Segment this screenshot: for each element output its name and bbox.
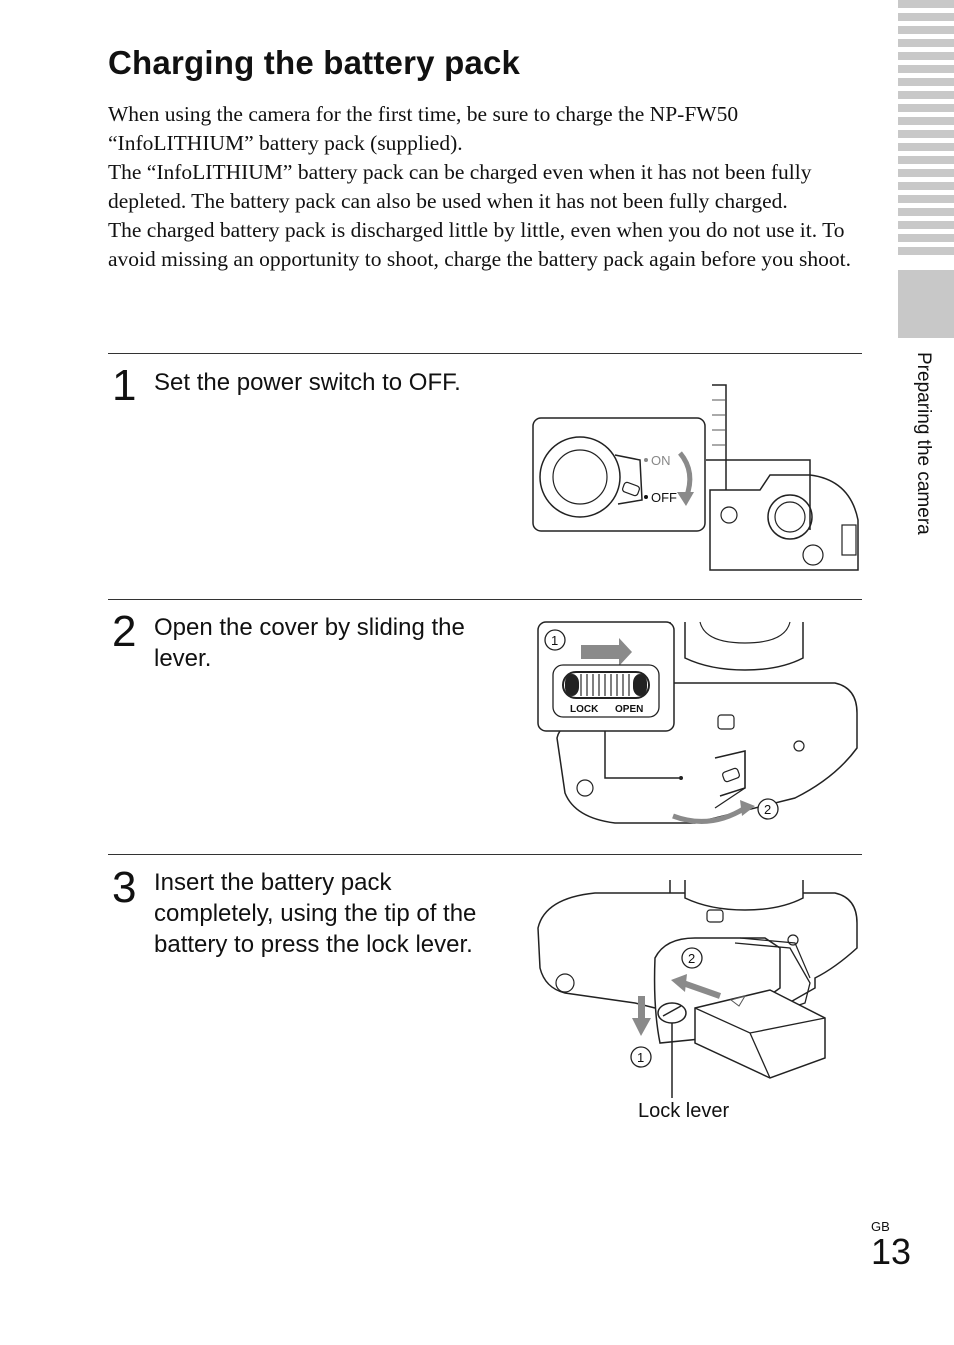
section-label: Preparing the camera (913, 352, 934, 535)
step-instruction: Insert the battery pack completely, usin… (154, 869, 477, 958)
step-divider (108, 353, 862, 354)
intro-text: When using the camera for the first time… (108, 100, 868, 274)
section-tab (898, 270, 954, 338)
step-marker-1: 1 (637, 1050, 644, 1065)
intro-paragraph: The charged battery pack is discharged l… (108, 218, 851, 271)
power-switch-illustration: ON OFF (532, 384, 859, 571)
cover-lever-illustration: 2 1 LOCK OPEN (537, 621, 858, 824)
lock-label: LOCK (570, 704, 599, 715)
switch-on-label: ON (651, 453, 671, 468)
page-title: Charging the battery pack (108, 44, 521, 81)
section-tab-stripes (898, 0, 954, 270)
switch-off-label: OFF (651, 490, 677, 505)
battery-insertion-illustration: 2 1 (537, 880, 858, 1098)
step-instruction: Set the power switch to OFF. (154, 369, 461, 396)
step-marker-2: 2 (688, 951, 695, 966)
intro-paragraph: The “InfoLITHIUM” battery pack can be ch… (108, 160, 812, 213)
step-divider (108, 854, 862, 855)
step-marker-2: 2 (764, 802, 771, 817)
region-code: GB (871, 1219, 890, 1234)
step-number: 3 (112, 863, 137, 912)
step-instruction: Open the cover by sliding the lever. (154, 614, 465, 672)
step-number: 2 (112, 607, 137, 656)
page-number: 13 (871, 1231, 912, 1272)
open-label: OPEN (615, 704, 643, 715)
intro-paragraph: When using the camera for the first time… (108, 102, 739, 155)
step-divider (108, 599, 862, 600)
lock-lever-label: Lock lever (638, 1100, 730, 1122)
step-marker-1: 1 (551, 633, 558, 648)
step-number: 1 (112, 361, 137, 410)
